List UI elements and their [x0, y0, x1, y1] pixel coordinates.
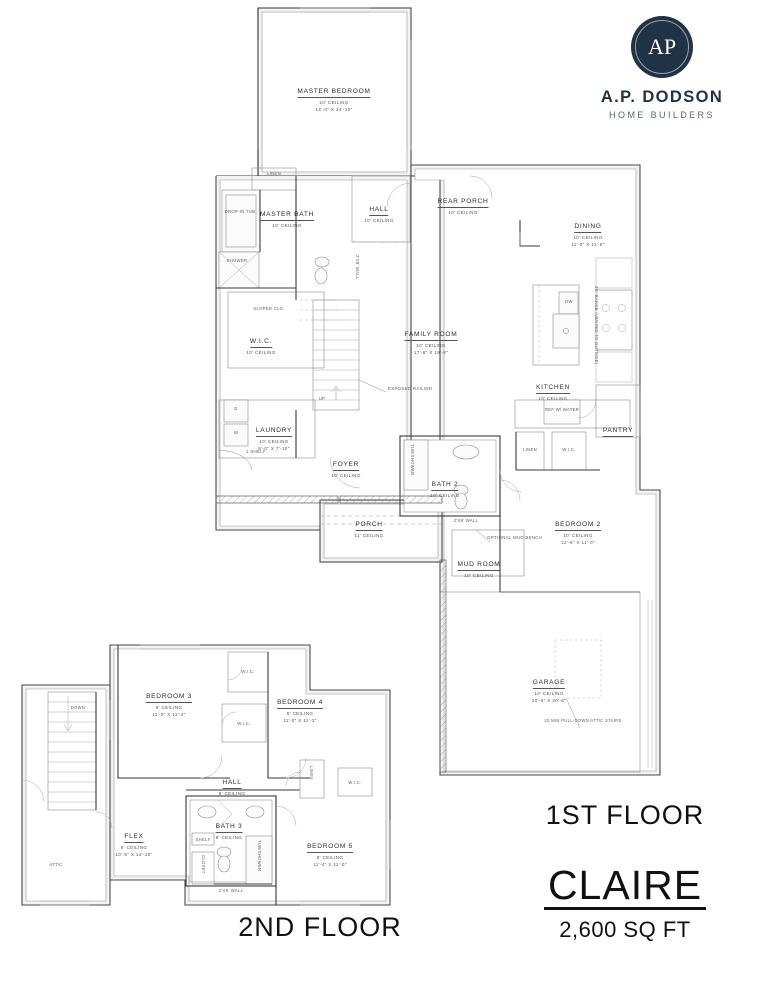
note-wic-bedroom5: W.I.C.: [348, 780, 362, 785]
plan-square-feet: 2,600 SQ FT: [559, 917, 691, 942]
appliance-dishwasher: DW: [565, 299, 573, 304]
note-tub-shower-bath3: TUB/SHOWER: [257, 840, 262, 872]
note-linen-master: LINEN: [267, 171, 281, 176]
room-mud-room: MUD ROOM 10' CEILING: [457, 561, 501, 579]
plan-name: CLAIRE: [543, 865, 707, 910]
room-foyer: FOYER 10' CEILING: [331, 461, 361, 479]
second-floor-title: 2ND FLOOR: [238, 912, 402, 942]
appliance-dryer: D: [234, 406, 238, 411]
note-exposed-railing: EXPOSED RAILING: [388, 386, 433, 391]
note-stairs-down: DOWN: [70, 705, 86, 710]
first-floor-interior-walls: [215, 167, 653, 773]
note-wic-bedroom2: W.I.C.: [562, 447, 576, 452]
note-wic-bedroom4: W.I.C.: [241, 669, 255, 674]
note-linen-bedroom2: LINEN: [523, 447, 537, 452]
note-shower: SHOWER: [226, 258, 248, 263]
room-rear-porch: REAR PORCH 10' CEILING: [437, 198, 489, 216]
note-optional-mud-bench: OPTIONAL MUD BENCH: [487, 535, 543, 540]
note-attic-stairs: 20 MIN PULL-DOWN ATTIC STAIRS: [544, 718, 622, 723]
ap-monogram-icon: AP: [631, 16, 693, 78]
room-dining: DINING 10' CEILING 11'-0" X 11'-8": [571, 223, 605, 248]
note-attic: ATTIC: [49, 862, 63, 867]
room-family-room: FAMILY ROOM 10' CEILING 17'-8" X 19'-8": [404, 331, 458, 356]
first-floor-title: 1ST FLOOR: [545, 800, 705, 830]
title-block: 1ST FLOOR CLAIRE 2,600 SQ FT: [500, 800, 750, 943]
room-porch: PORCH 11' CEILING: [354, 521, 384, 539]
room-hall-second: HALL 8' CEILING: [218, 779, 246, 797]
room-kitchen: KITCHEN 10' CEILING: [536, 384, 570, 402]
note-pocket-wall-master: 2'X8' WALL: [355, 255, 360, 280]
brand-name: A.P. DODSON: [600, 88, 724, 106]
room-garage: GARAGE 10' CEILING 20'-6" X 20'-6": [531, 679, 567, 704]
note-closet: CLOSET: [201, 855, 206, 874]
note-2x8-wall-bath3: 2'X8' WALL: [218, 888, 244, 893]
brand-logo: AP A.P. DODSON HOME BUILDERS: [574, 16, 750, 120]
note-2x8-wall-bath2: 2'X8' WALL: [453, 518, 479, 523]
note-shelf: SHELF: [195, 837, 211, 842]
appliance-refrigerator: REF W/ WATER: [544, 407, 580, 412]
note-range-vented: 30" RANGE (VENTED TO OUTSIDE): [594, 286, 599, 365]
room-laundry: LAUNDRY 10' CEILING 9'-0" X 7'-10": [255, 427, 293, 452]
logo-monogram-text: AP: [647, 34, 677, 59]
room-master-bedroom: MASTER BEDROOM 10' CEILING 14'-0" X 14'-…: [297, 88, 371, 113]
left-wing-walls: [215, 8, 412, 531]
appliance-washer: W: [233, 430, 239, 435]
room-bath-2: BATH 2 10' CEILING: [430, 481, 460, 499]
room-pantry: PANTRY: [602, 418, 634, 438]
room-bedroom-4: BEDROOM 4 8' CEILING 11'-0" X 11'-2": [277, 699, 323, 724]
note-stairs-up: UP: [318, 396, 326, 401]
room-flex: FLEX 8' CEILING 10'-8" X 14'-10": [115, 833, 153, 858]
room-bedroom-3: BEDROOM 3 8' CEILING 11'-0" X 11'-2": [146, 693, 192, 718]
room-master-bath: MASTER BATH 10' CEILING: [259, 211, 315, 229]
brand-tagline: HOME BUILDERS: [609, 110, 715, 120]
room-bedroom-2: BEDROOM 2 10' CEILING 12'-6" X 11'-0": [555, 521, 601, 546]
note-linen-second: LINEN: [309, 766, 314, 780]
room-hall-first: HALL 10' CEILING: [364, 206, 394, 224]
note-one-shelf: 1 SHELF: [246, 449, 266, 454]
room-bedroom-5: BEDROOM 5 8' CEILING 11'-4" X 11'-0": [307, 843, 353, 868]
second-floor-walls: [21, 644, 391, 906]
room-bath-3: BATH 3 8' CEILING: [215, 823, 243, 841]
logo-ring: [635, 20, 689, 74]
note-tub-shower-bath2: TUB/SHOWER: [410, 444, 415, 476]
note-drop-in-tub: DROP-IN TUB: [224, 209, 256, 214]
note-sloped-clg: SLOPED CLG.: [253, 306, 285, 311]
room-master-wic: W.I.C. 10' CEILING: [246, 338, 276, 356]
note-wic-bedroom3: W.I.C.: [237, 721, 251, 726]
